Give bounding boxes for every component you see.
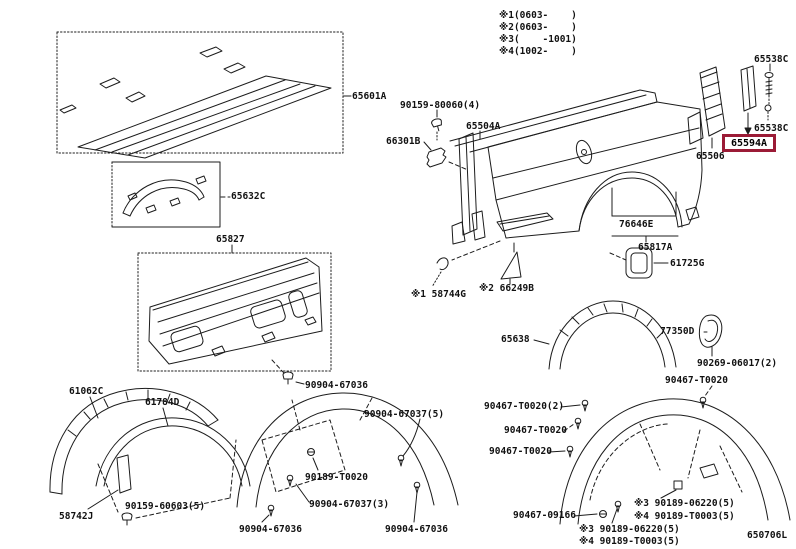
- part-label-90467-T0020-d[interactable]: 90467-T0020: [489, 446, 552, 457]
- part-label-65538C-upper[interactable]: 65538C: [754, 54, 789, 65]
- legend-line-1: ※1(0603- ): [499, 10, 577, 21]
- legend-line-2: ※2(0603- ): [499, 22, 577, 33]
- part-label-65601A[interactable]: 65601A: [352, 91, 387, 102]
- grommet-61725G-drawing: [625, 247, 669, 279]
- part-label-90467-09166[interactable]: 90467-09166: [513, 510, 576, 521]
- side-panel-seal-strip-drawing: [740, 65, 757, 135]
- part-label-61784D[interactable]: 61784D: [145, 397, 180, 408]
- silencer-58744G-drawing: [431, 257, 449, 288]
- liner-65638-drawing: [533, 300, 677, 370]
- part-label-90189-T0020[interactable]: 90189-T0020: [305, 472, 368, 483]
- seal-76646E-drawing: [471, 187, 679, 261]
- bed-front-panel-drawing: [148, 257, 323, 365]
- part-label-58744G[interactable]: ※1 58744G: [411, 289, 466, 300]
- part-label-65632C[interactable]: 65632C: [231, 191, 266, 202]
- part-label-90904-67037-5[interactable]: 90904-67037(5): [364, 409, 445, 420]
- part-label-76646E[interactable]: 76646E: [619, 219, 654, 230]
- bed-side-panel-drawing: [449, 89, 703, 239]
- part-label-66301B[interactable]: 66301B: [386, 136, 421, 147]
- part-label-90189-06220-a[interactable]: ※3 90189-06220(5): [634, 498, 735, 509]
- bracket-66249B-drawing: [451, 240, 522, 285]
- part-label-90467-T0020-c[interactable]: 90467-T0020: [504, 425, 567, 436]
- retainer-58742J-drawing: [87, 454, 132, 510]
- part-label-65827[interactable]: 65827: [216, 234, 245, 245]
- highlighted-part-number: 65594A: [730, 137, 768, 149]
- figure-code: 650706L: [747, 530, 788, 541]
- part-label-90904-67036-a[interactable]: 90904-67036: [305, 380, 368, 391]
- highlighted-part-label-65594A[interactable]: 65594A: [722, 134, 776, 152]
- part-label-90159-80060[interactable]: 90159-80060(4): [400, 100, 481, 111]
- part-label-90189-T0003-b[interactable]: ※4 90189-T0003(5): [579, 536, 680, 547]
- flare-61062C-drawing: [49, 388, 219, 495]
- support-66301B-drawing: [423, 141, 469, 171]
- part-label-90904-67037-3[interactable]: 90904-67037(3): [309, 499, 390, 510]
- part-label-58742J[interactable]: 58742J: [59, 511, 94, 522]
- part-label-65638[interactable]: 65638: [501, 334, 530, 345]
- part-label-90269-06017[interactable]: 90269-06017(2): [697, 358, 778, 369]
- part-label-90189-T0003-a[interactable]: ※4 90189-T0003(5): [634, 511, 735, 522]
- part-label-65538C-lower[interactable]: 65538C: [754, 123, 789, 134]
- part-label-65504A[interactable]: 65504A: [466, 121, 501, 132]
- part-label-65506[interactable]: 65506: [696, 151, 725, 162]
- part-label-65817A[interactable]: 65817A: [638, 242, 673, 253]
- part-label-66249B[interactable]: ※2 66249B: [479, 283, 534, 294]
- screw-65538C-drawing: [764, 63, 774, 121]
- flare-61784D-drawing: [95, 407, 251, 487]
- quarter-extension-drawing: [687, 66, 726, 149]
- part-label-77350D[interactable]: 77350D: [660, 326, 695, 337]
- clip-90159-60603-drawing: [97, 439, 237, 526]
- flare-retainer-drawing: [122, 175, 207, 217]
- part-label-90904-67036-c[interactable]: 90904-67036: [385, 524, 448, 535]
- part-label-61725G[interactable]: 61725G: [670, 258, 705, 269]
- callout-box-flare-retainer: [111, 161, 231, 228]
- part-label-90904-67036-b[interactable]: 90904-67036: [239, 524, 302, 535]
- part-label-90189-06220-b[interactable]: ※3 90189-06220(5): [579, 524, 680, 535]
- part-label-61062C[interactable]: 61062C: [69, 386, 104, 397]
- legend-line-3: ※3( -1001): [499, 34, 577, 45]
- legend-line-4: ※4(1002- ): [499, 46, 577, 57]
- callout-box-front-panel: [137, 244, 332, 372]
- rear-liner-right-drawing: [548, 385, 791, 525]
- front-pillar-drawing: [451, 130, 481, 245]
- part-label-90467-T0020-b[interactable]: 90467-T0020(2): [484, 401, 565, 412]
- bed-floor-panel-drawing: [59, 46, 332, 159]
- part-label-90467-T0020-a[interactable]: 90467-T0020: [665, 375, 728, 386]
- part-label-90159-60603[interactable]: 90159-60603(5): [125, 501, 206, 512]
- clip-90159-80060-drawing: [430, 109, 445, 141]
- rear-liner-center-drawing: [236, 359, 459, 523]
- fuel-lid-77350D-drawing: [698, 314, 723, 357]
- callout-box-floor-panel: [56, 31, 352, 154]
